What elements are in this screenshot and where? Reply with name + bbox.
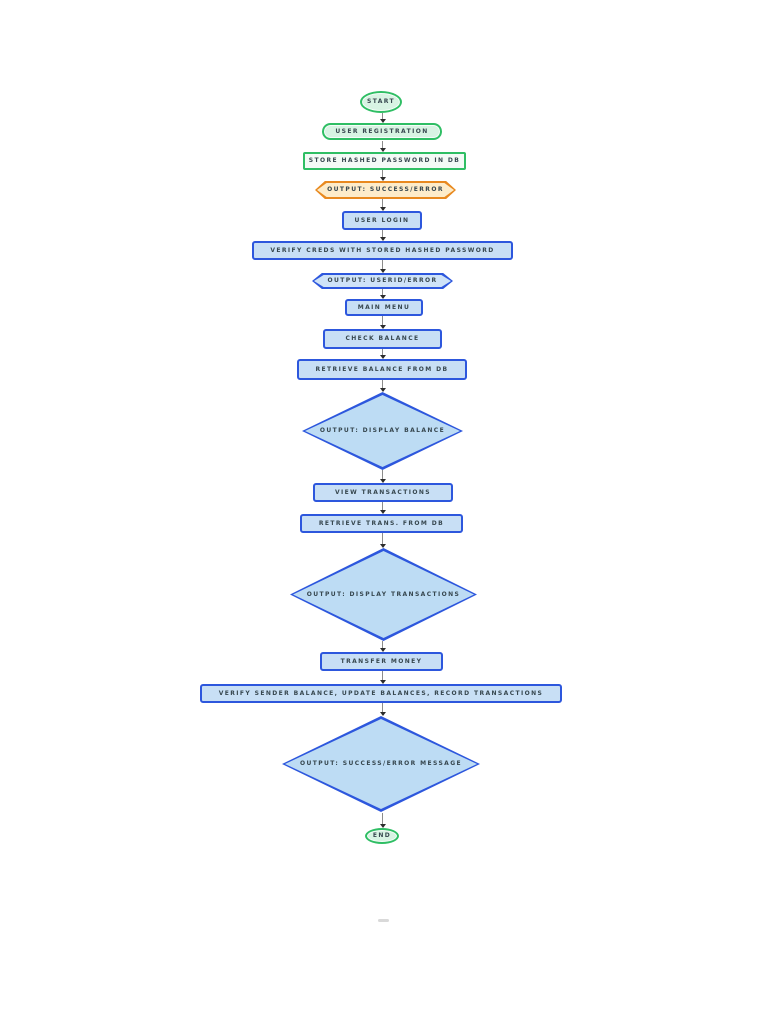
node-user-registration: USER REGISTRATION	[322, 123, 442, 140]
flow-arrow	[379, 703, 386, 716]
node-label: RETRIEVE BALANCE FROM DB	[315, 365, 449, 373]
arrowhead-icon	[379, 355, 386, 359]
node-store-hashed-password-in-db: STORE HASHED PASSWORD IN DB	[303, 152, 466, 170]
node-view-transactions: VIEW TRANSACTIONS	[313, 483, 453, 502]
arrow-line	[382, 141, 383, 148]
flow-arrow	[379, 141, 386, 152]
arrow-line	[382, 113, 383, 119]
flow-arrow	[379, 813, 386, 828]
arrow-line	[382, 470, 383, 479]
arrowhead-icon	[379, 648, 386, 652]
arrowhead-icon	[379, 177, 386, 181]
node-label: TRANSFER MONEY	[340, 657, 423, 665]
node-label: STORE HASHED PASSWORD IN DB	[308, 157, 461, 164]
arrowhead-icon	[379, 119, 386, 123]
flow-arrow	[379, 199, 386, 211]
node-user-login: USER LOGIN	[342, 211, 422, 230]
flow-arrow	[379, 113, 386, 123]
node-transfer-money: TRANSFER MONEY	[320, 652, 443, 671]
arrow-line	[382, 671, 383, 680]
node-retrieve-balance-from-db: RETRIEVE BALANCE FROM DB	[297, 359, 467, 380]
arrowhead-icon	[379, 207, 386, 211]
flow-arrow	[379, 533, 386, 548]
arrow-line	[382, 813, 383, 824]
node-verify-sender-balance: VERIFY SENDER BALANCE, UPDATE BALANCES, …	[200, 684, 562, 703]
flow-arrow	[379, 470, 386, 483]
node-label: OUTPUT: DISPLAY TRANSACTIONS	[306, 590, 461, 598]
flow-arrow	[379, 380, 386, 392]
flow-arrow	[379, 502, 386, 514]
node-label: OUTPUT: SUCCESS/ERROR	[327, 186, 444, 193]
flow-arrow	[379, 289, 386, 299]
node-label: VERIFY SENDER BALANCE, UPDATE BALANCES, …	[218, 689, 544, 697]
node-output-display-transactions: OUTPUT: DISPLAY TRANSACTIONS	[290, 548, 477, 641]
node-retrieve-trans-from-db: RETRIEVE TRANS. FROM DB	[300, 514, 463, 533]
node-verify-creds: VERIFY CREDS WITH STORED HASHED PASSWORD	[252, 241, 513, 260]
arrow-line	[382, 703, 383, 712]
arrow-line	[382, 289, 383, 295]
node-check-balance: CHECK BALANCE	[323, 329, 442, 349]
node-label: RETRIEVE TRANS. FROM DB	[318, 519, 445, 527]
arrowhead-icon	[379, 510, 386, 514]
arrowhead-icon	[379, 269, 386, 273]
hexagon-fill	[314, 275, 451, 287]
arrowhead-icon	[379, 148, 386, 152]
node-end: END	[365, 828, 399, 844]
flow-arrow	[379, 316, 386, 329]
hexagon-fill	[317, 183, 454, 197]
arrow-line	[382, 349, 383, 355]
node-label: OUTPUT: SUCCESS/ERROR MESSAGE	[299, 760, 463, 767]
arrowhead-icon	[379, 544, 386, 548]
arrow-line	[382, 641, 383, 648]
node-start: START	[360, 91, 402, 113]
node-label: MAIN MENU	[357, 303, 411, 311]
arrow-line	[382, 502, 383, 510]
node-label: OUTPUT: DISPLAY BALANCE	[319, 427, 446, 434]
arrowhead-icon	[379, 824, 386, 828]
flow-arrow	[379, 260, 386, 273]
node-output-success-error-message: OUTPUT: SUCCESS/ERROR MESSAGE	[282, 716, 480, 812]
arrowhead-icon	[379, 388, 386, 392]
arrow-line	[382, 316, 383, 325]
arrowhead-icon	[379, 237, 386, 241]
arrow-line	[382, 230, 383, 237]
node-output-display-balance: OUTPUT: DISPLAY BALANCE	[302, 392, 463, 470]
arrow-line	[382, 199, 383, 207]
arrowhead-icon	[379, 295, 386, 299]
node-label: END	[372, 832, 392, 839]
flow-arrow	[379, 170, 386, 181]
node-label: CHECK BALANCE	[345, 335, 420, 342]
arrow-line	[382, 380, 383, 388]
flow-arrow	[379, 641, 386, 652]
arrowhead-icon	[379, 712, 386, 716]
node-output-success-error: OUTPUT: SUCCESS/ERROR	[315, 181, 456, 199]
flow-arrow	[379, 230, 386, 241]
node-output-userid-error: OUTPUT: USERID/ERROR	[312, 273, 453, 289]
node-label: VERIFY CREDS WITH STORED HASHED PASSWORD	[270, 246, 495, 254]
arrow-line	[382, 533, 383, 544]
node-label: VIEW TRANSACTIONS	[335, 488, 431, 496]
node-label: USER REGISTRATION	[335, 127, 429, 135]
flow-arrow	[379, 671, 386, 684]
arrowhead-icon	[379, 479, 386, 483]
arrow-line	[382, 260, 383, 269]
node-label: START	[366, 98, 396, 105]
arrowhead-icon	[379, 325, 386, 329]
arrowhead-icon	[379, 680, 386, 684]
node-label: OUTPUT: USERID/ERROR	[327, 277, 438, 284]
arrow-line	[382, 170, 383, 177]
node-main-menu: MAIN MENU	[345, 299, 423, 316]
page-artifact	[378, 919, 389, 922]
node-label: USER LOGIN	[354, 216, 410, 224]
flow-arrow	[379, 349, 386, 359]
